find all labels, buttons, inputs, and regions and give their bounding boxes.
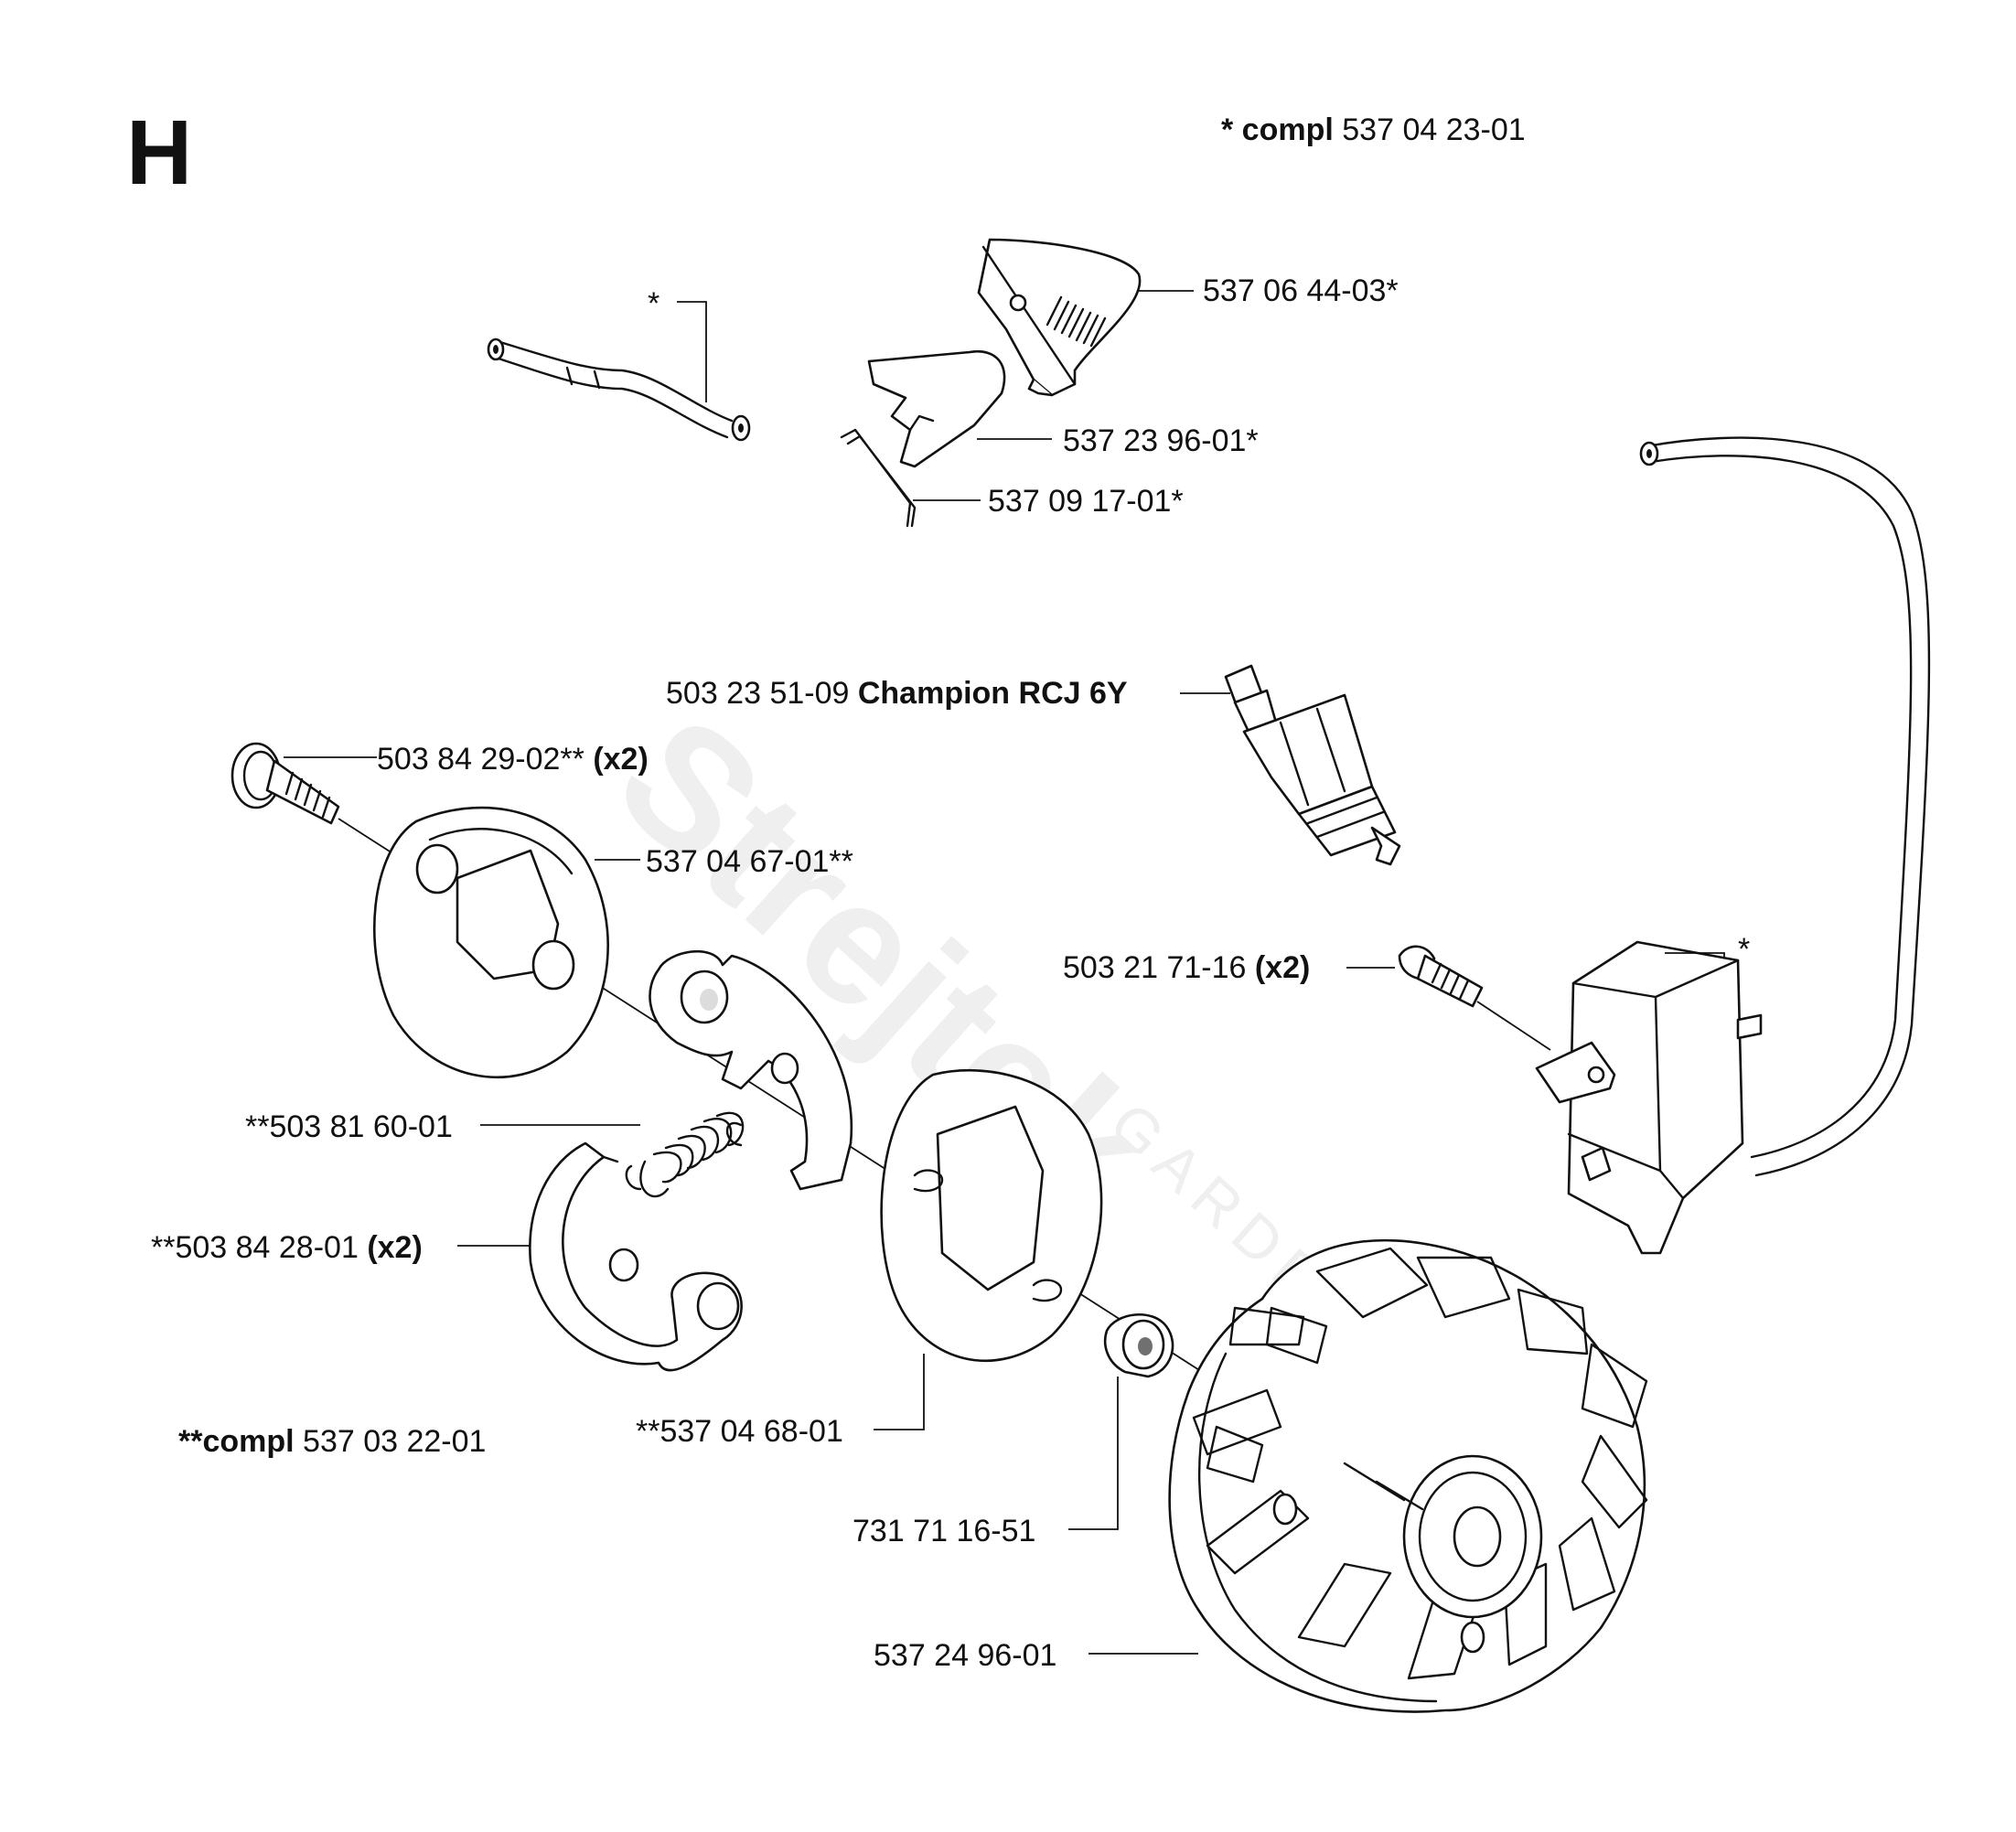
washer bbox=[1103, 1313, 1174, 1378]
leader-ignition-module bbox=[1665, 952, 1725, 959]
label-compl-top: * compl 537 04 23-01 bbox=[1221, 112, 1526, 148]
compl-clutch-part: 537 03 22-01 bbox=[303, 1424, 487, 1459]
label-spark-plug: 503 23 51-09 Champion RCJ 6Y bbox=[666, 675, 1128, 712]
label-clutch-plate-front: **537 04 68-01 bbox=[636, 1414, 843, 1449]
label-cover: 537 06 44-03* bbox=[1203, 273, 1399, 308]
screw-module-part: 503 21 71-16 bbox=[1063, 950, 1247, 985]
label-clutch-shoe: **503 84 28-01 (x2) bbox=[151, 1229, 423, 1266]
ignition-module bbox=[1535, 940, 1763, 1255]
shoulder-screw-part: 503 84 29-02** bbox=[377, 742, 584, 777]
fuel-hose bbox=[487, 337, 751, 442]
spark-plug bbox=[1224, 664, 1401, 866]
shoulder-screw-qty: (x2) bbox=[593, 742, 649, 777]
spark-plug-part: 503 23 51-09 bbox=[666, 676, 850, 711]
label-cover-plate: 537 23 96-01* bbox=[1063, 423, 1259, 458]
clutch-shoe-upper bbox=[649, 949, 853, 1191]
spark-plug-name: Champion RCJ 6Y bbox=[857, 676, 1128, 711]
compl-clutch-prefix: **compl bbox=[178, 1424, 295, 1459]
compl-top-part: 537 04 23-01 bbox=[1342, 112, 1526, 147]
clutch-plate-rear bbox=[373, 806, 609, 1079]
label-fuel-hose-star: * bbox=[648, 286, 660, 321]
cover-plate bbox=[867, 349, 1006, 468]
clutch-shoe-qty: (x2) bbox=[367, 1230, 423, 1265]
clip-wire bbox=[840, 428, 917, 528]
label-washer: 731 71 16-51 bbox=[853, 1514, 1036, 1548]
section-letter: H bbox=[126, 102, 193, 204]
label-screw-module: 503 21 71-16 (x2) bbox=[1063, 949, 1310, 986]
clutch-shoe-part: **503 84 28-01 bbox=[151, 1230, 359, 1265]
cylinder-cover bbox=[977, 238, 1142, 397]
leader-washer bbox=[1068, 1377, 1119, 1530]
label-ignition-module-star: * bbox=[1738, 932, 1751, 967]
leader-fuel-hose bbox=[677, 301, 707, 402]
label-spring: **503 81 60-01 bbox=[245, 1109, 453, 1144]
screw-module-qty: (x2) bbox=[1254, 950, 1311, 985]
ignition-lead bbox=[1639, 436, 1931, 1177]
label-flywheel: 537 24 96-01 bbox=[874, 1638, 1057, 1673]
label-clip: 537 09 17-01* bbox=[988, 484, 1184, 519]
clutch-shoe-lower bbox=[529, 1141, 743, 1372]
label-shoulder-screw: 503 84 29-02** (x2) bbox=[377, 741, 649, 777]
clutch-plate-front bbox=[880, 1068, 1103, 1363]
module-screw bbox=[1398, 945, 1484, 1008]
compl-top-prefix: * compl bbox=[1221, 112, 1334, 147]
label-clutch-plate-rear: 537 04 67-01** bbox=[646, 844, 853, 879]
clutch-spring bbox=[625, 1111, 745, 1198]
shoulder-screw bbox=[231, 742, 340, 825]
flywheel bbox=[1168, 1238, 1648, 1713]
leader-clutch-plate-front bbox=[874, 1354, 925, 1430]
label-compl-clutch: **compl 537 03 22-01 bbox=[178, 1423, 486, 1460]
screw-axis bbox=[1476, 1001, 1551, 1051]
